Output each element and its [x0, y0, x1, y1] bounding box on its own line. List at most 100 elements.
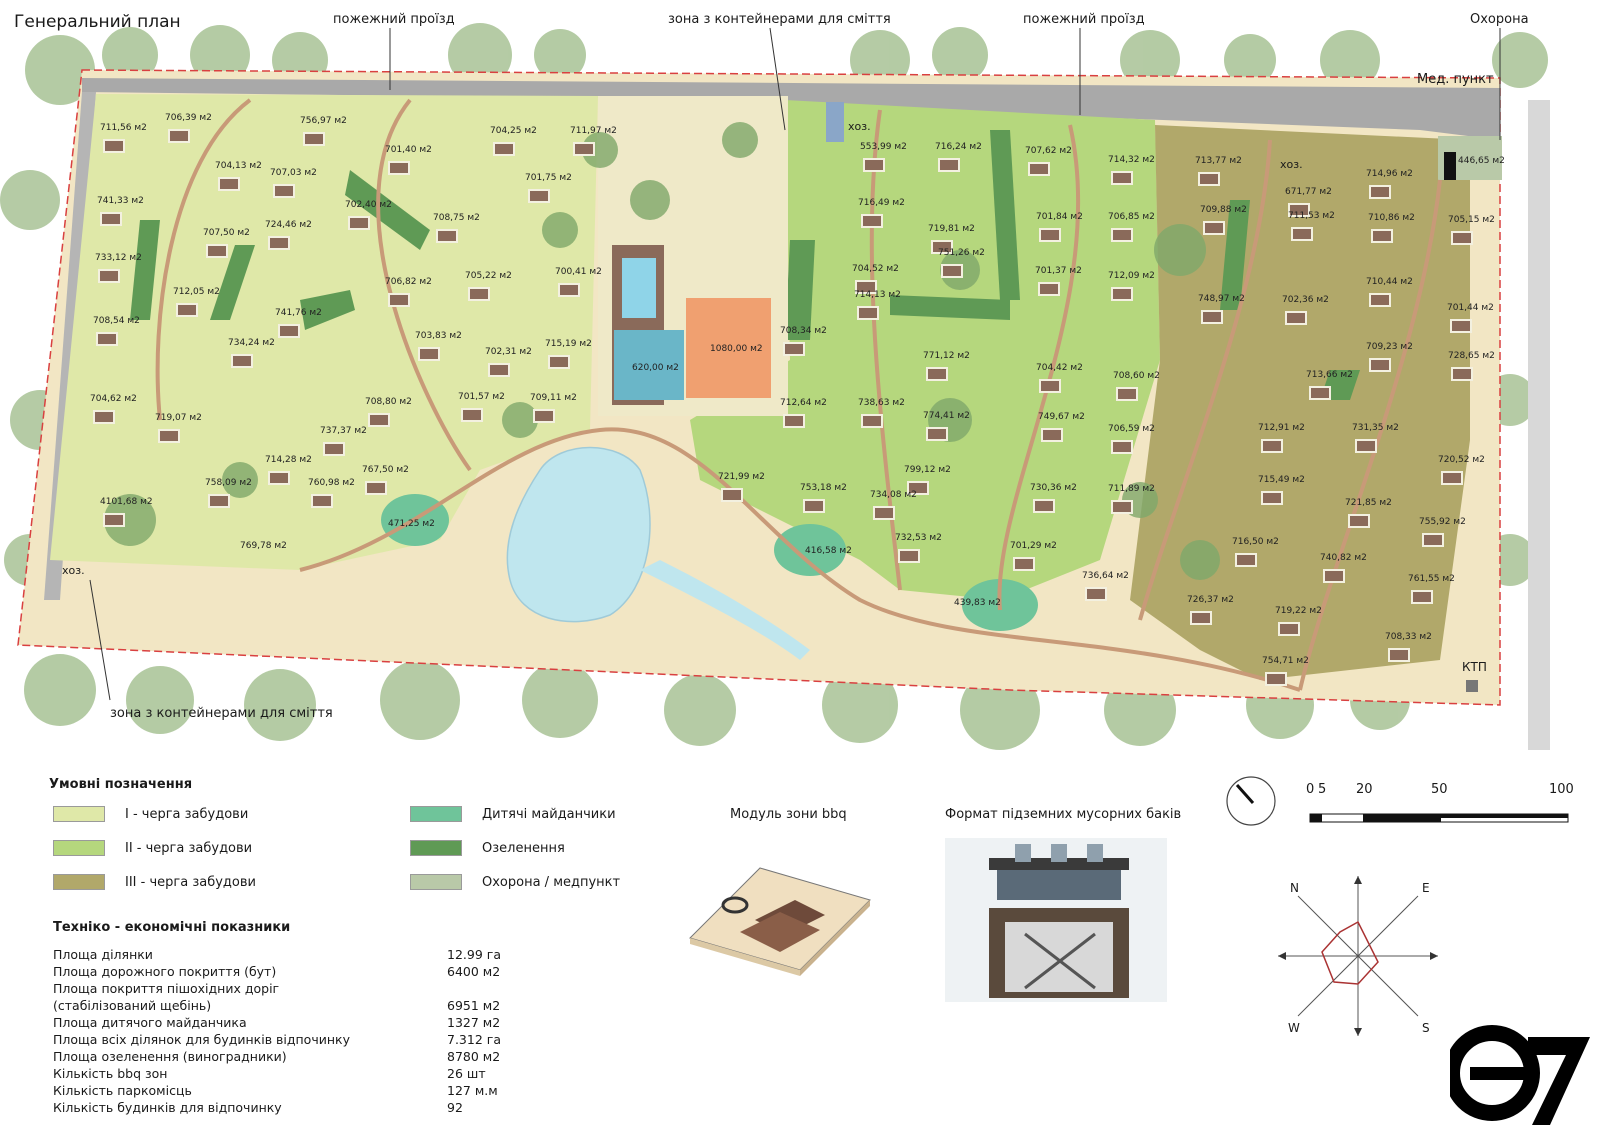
house-marker	[1190, 611, 1212, 625]
plot-area-label: 439,83 м2	[954, 598, 1001, 608]
plot-area-label: 701,84 м2	[1036, 212, 1083, 222]
plot-area-label: 713,77 м2	[1195, 156, 1242, 166]
house-marker	[863, 158, 885, 172]
legend-heading: Умовні позначення	[49, 777, 193, 792]
plot-area-label: 702,36 м2	[1282, 295, 1329, 305]
plot-area-label: 710,44 м2	[1366, 277, 1413, 287]
stat-label: Площа всіх ділянок для будинків відпочин…	[53, 1032, 350, 1047]
plot-area-label: 701,44 м2	[1447, 303, 1494, 313]
house-marker	[548, 355, 570, 369]
plot-area-label: 701,75 м2	[525, 173, 572, 183]
plot-area-label: 416,58 м2	[805, 546, 852, 556]
side-road	[1528, 100, 1550, 750]
plot-area-label: 704,62 м2	[90, 394, 137, 404]
house-marker	[365, 481, 387, 495]
scale-label-5: 5	[1318, 782, 1327, 797]
plot-area-label: 731,35 м2	[1352, 423, 1399, 433]
stat-label: Площа дорожного покриття (бут)	[53, 964, 277, 979]
plot-area-label: 736,64 м2	[1082, 571, 1129, 581]
plot-area-label: 749,67 м2	[1038, 412, 1085, 422]
zone-phase-2	[690, 100, 1160, 600]
plot-area-label: 715,49 м2	[1258, 475, 1305, 485]
plot-area-label: 713,66 м2	[1306, 370, 1353, 380]
house-marker	[1013, 557, 1035, 571]
stream	[640, 560, 810, 660]
plot-area-label: 730,36 м2	[1030, 483, 1077, 493]
plot-area-label: 702,31 м2	[485, 347, 532, 357]
legend-label: І - черга забудови	[125, 806, 249, 822]
house-marker	[1111, 287, 1133, 301]
plot-area-label: 719,07 м2	[155, 413, 202, 423]
plot-area-label: 471,25 м2	[388, 519, 435, 529]
plot-area-label: 704,13 м2	[215, 161, 262, 171]
house-marker	[231, 354, 253, 368]
house-marker	[1441, 471, 1463, 485]
house-marker	[528, 189, 550, 203]
house-marker	[1369, 358, 1391, 372]
plot-area-label: 716,49 м2	[858, 198, 905, 208]
house-marker	[898, 549, 920, 563]
plot-area-label: 720,52 м2	[1438, 455, 1485, 465]
plot-area-label: 704,25 м2	[490, 126, 537, 136]
house-marker	[1371, 229, 1393, 243]
house-marker	[388, 161, 410, 175]
plot-trees	[104, 122, 1220, 580]
stat-label: Площа озеленення (виноградники)	[53, 1049, 287, 1064]
house-marker	[206, 244, 228, 258]
house-marker	[783, 342, 805, 356]
plot-area-label: 702,40 м2	[345, 200, 392, 210]
house-marker	[278, 324, 300, 338]
house-marker	[1085, 587, 1107, 601]
legend-label: Озеленення	[482, 840, 565, 856]
house-marker	[1309, 386, 1331, 400]
plot-area-label: 769,78 м2	[240, 541, 287, 551]
house-marker	[533, 409, 555, 423]
plot-area-label: 771,12 м2	[923, 351, 970, 361]
house-marker	[1355, 439, 1377, 453]
house-marker	[1111, 500, 1133, 514]
house-marker	[1278, 622, 1300, 636]
plot-area-label: 758,09 м2	[205, 478, 252, 488]
house-marker	[1323, 569, 1345, 583]
bbq-module-illustration	[689, 867, 871, 976]
stat-label: Кількість будинків для відпочинку	[53, 1100, 282, 1115]
compass-e: E	[1422, 881, 1430, 895]
house-marker	[1288, 203, 1310, 217]
house-marker	[158, 429, 180, 443]
legend-label: Дитячі майданчики	[482, 806, 616, 822]
stat-label: Площа дитячого майданчика	[53, 1015, 247, 1030]
service-label-left: хоз.	[62, 564, 85, 577]
house-marker	[803, 499, 825, 513]
house-marker	[1041, 428, 1063, 442]
legend-label: Охорона / медпункт	[482, 874, 621, 890]
fire-lane-label-left: пожежний проїзд	[333, 12, 455, 27]
plot-area-label: 701,57 м2	[458, 392, 505, 402]
compass-n: N	[1290, 881, 1299, 895]
service-label-top: хоз.	[848, 120, 871, 133]
house-marker	[1451, 367, 1473, 381]
plot-area-label: 719,81 м2	[928, 224, 975, 234]
legend-item-phase-1: І - черга забудови	[53, 805, 248, 823]
med-point-label: Мед. пункт	[1417, 72, 1494, 87]
house-marker	[96, 332, 118, 346]
house-marker	[1111, 440, 1133, 454]
house-marker	[1285, 311, 1307, 325]
lake	[506, 446, 651, 623]
plot-area-label: 714,96 м2	[1366, 169, 1413, 179]
zone-phase-3	[1130, 125, 1470, 680]
house-marker	[1450, 319, 1472, 333]
scale-bar	[1309, 813, 1569, 823]
plot-area-label: 714,32 м2	[1108, 155, 1155, 165]
stat-value: 6400 м2	[447, 964, 501, 979]
underground-bins-illustration	[945, 838, 1167, 1002]
plot-area-label: 761,55 м2	[1408, 574, 1455, 584]
house-marker	[1111, 171, 1133, 185]
stat-value: 1327 м2	[447, 1015, 501, 1030]
garbage-zone-label-bottom: зона з контейнерами для сміття	[110, 706, 333, 721]
house-marker	[861, 214, 883, 228]
plot-area-label: 711,56 м2	[100, 123, 147, 133]
stat-label: (стабілізований щебінь)	[53, 998, 212, 1013]
plot-area-label: 741,76 м2	[275, 308, 322, 318]
page-title: Генеральний план	[14, 12, 181, 32]
